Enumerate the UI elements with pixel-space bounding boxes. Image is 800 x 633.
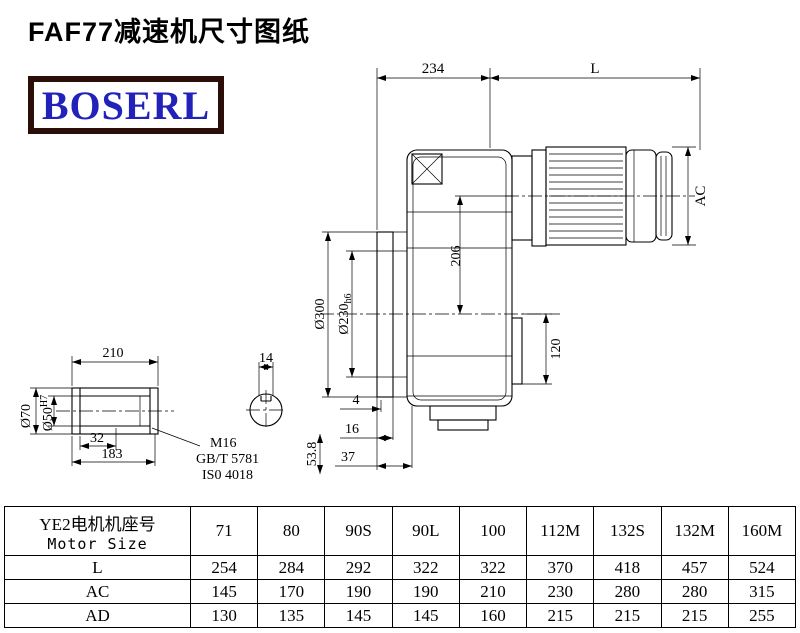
- housing-outline: [406, 149, 513, 407]
- motor-fins: [549, 153, 623, 239]
- dim-value-cell: 255: [727, 603, 797, 628]
- dim-300-label: Ø300: [313, 298, 328, 329]
- bottom-boss: [429, 405, 497, 421]
- dim-value-cell: 135: [257, 603, 326, 628]
- size-col-header: 71: [189, 506, 259, 556]
- size-col-header: 90S: [324, 506, 393, 556]
- table-row-L: L 254 284 292 322 322 370 418 457 524: [4, 555, 797, 580]
- shaft-bore: [80, 395, 150, 427]
- dim-value-cell: 370: [526, 555, 595, 580]
- size-col-header: 132S: [593, 506, 662, 556]
- standard-iso-label: IS0 4018: [202, 468, 253, 483]
- motor-size-header-cn: YE2电机机座号: [39, 514, 156, 534]
- dim-value-cell: 524: [727, 555, 797, 580]
- dim-230-tolerance: h6: [343, 293, 354, 303]
- table-row-AC: AC 145 170 190 190 210 230 280 280 315: [4, 579, 797, 604]
- mounting-pad-cross: [411, 153, 443, 185]
- dim-value-cell: 322: [458, 555, 528, 580]
- dim-70-label: Ø70: [19, 404, 34, 428]
- dim-value-cell: 280: [660, 579, 729, 604]
- dim-L-label: L: [590, 61, 599, 77]
- dim-value-cell: 457: [660, 555, 729, 580]
- size-col-header: 112M: [526, 506, 595, 556]
- dim-32-label: 32: [90, 431, 104, 446]
- dim-value-cell: 210: [458, 579, 528, 604]
- motor-front-bell: [531, 149, 547, 247]
- dim-16-label: 16: [345, 422, 359, 437]
- motor-adapter: [511, 155, 533, 241]
- shaft-detail: 210 Ø70 Ø50H7 32 183 M16 GB/T 5781 IS0 4…: [19, 346, 259, 483]
- dim-value-cell: 215: [526, 603, 595, 628]
- dim-value-cell: 145: [324, 603, 393, 628]
- dimension-lines: 234 L AC 206 Ø300 Ø230h6 120 4 16 37 53.…: [305, 61, 709, 474]
- standard-gbt-label: GB/T 5781: [196, 452, 259, 467]
- size-col-header: 80: [257, 506, 326, 556]
- dim-37-label: 37: [341, 450, 355, 465]
- dim-230-value: Ø230: [337, 303, 352, 334]
- dim-value-cell: 322: [391, 555, 460, 580]
- thread-m16-label: M16: [210, 436, 236, 451]
- table-header-row: YE2电机机座号 Motor Size 71 80 90S 90L 100 11…: [4, 506, 797, 556]
- page-title: FAF77减速机尺寸图纸: [28, 17, 311, 47]
- dim-14-label: 14: [259, 351, 273, 366]
- shaft-end-view: 14: [246, 351, 286, 430]
- boserl-logo: BOSERL: [28, 76, 224, 134]
- gear-housing: [406, 149, 523, 431]
- size-col-header: 100: [458, 506, 528, 556]
- shaft-outline: [71, 387, 159, 435]
- output-flange: [376, 231, 408, 398]
- flange-plate: [376, 231, 394, 398]
- dim-row-label: AD: [4, 603, 191, 628]
- dim-4-label: 4: [353, 393, 360, 408]
- motor: [505, 146, 695, 247]
- dim-value-cell: 170: [257, 579, 326, 604]
- dim-50-value: Ø50: [41, 407, 56, 431]
- dim-value-cell: 190: [324, 579, 393, 604]
- dim-row-label: AC: [4, 579, 191, 604]
- dim-value-cell: 215: [593, 603, 662, 628]
- size-col-header: 132M: [660, 506, 729, 556]
- size-col-header: 90L: [391, 506, 460, 556]
- motor-size-header-en: Motor Size: [47, 534, 148, 553]
- dim-value-cell: 284: [257, 555, 326, 580]
- dim-value-cell: 280: [593, 579, 662, 604]
- bearing-boss: [511, 317, 523, 385]
- dim-53-8-label: 53.8: [305, 442, 320, 467]
- dim-value-cell: 160: [458, 603, 528, 628]
- dim-value-cell: 145: [189, 579, 259, 604]
- motor-size-table: YE2电机机座号 Motor Size 71 80 90S 90L 100 11…: [4, 506, 797, 628]
- dim-value-cell: 418: [593, 555, 662, 580]
- boserl-logo-text: BOSERL: [41, 82, 211, 128]
- dim-210-label: 210: [103, 346, 124, 361]
- size-col-header: 160M: [727, 506, 797, 556]
- fan-cover: [655, 151, 673, 241]
- dim-value-cell: 145: [391, 603, 460, 628]
- dim-50H7-label: Ø50H7: [39, 395, 56, 431]
- dim-value-cell: 215: [660, 603, 729, 628]
- dim-206-label: 206: [449, 246, 464, 267]
- dim-AC-label: AC: [693, 186, 709, 207]
- dim-value-cell: 254: [189, 555, 259, 580]
- motor-size-header-cell: YE2电机机座号 Motor Size: [4, 506, 191, 556]
- table-row-AD: AD 130 135 145 145 160 215 215 215 255: [4, 603, 797, 628]
- dim-value-cell: 130: [189, 603, 259, 628]
- dim-230h6-label: Ø230h6: [337, 293, 354, 334]
- dim-183-label: 183: [102, 447, 123, 462]
- dim-value-cell: 230: [526, 579, 595, 604]
- dim-value-cell: 315: [727, 579, 797, 604]
- dim-value-cell: 190: [391, 579, 460, 604]
- dim-50-tolerance: H7: [39, 395, 50, 407]
- dim-234-label: 234: [422, 61, 445, 77]
- dim-row-label: L: [4, 555, 191, 580]
- dim-value-cell: 292: [324, 555, 393, 580]
- dim-120-label: 120: [549, 339, 564, 360]
- mounting-pad: [411, 153, 443, 185]
